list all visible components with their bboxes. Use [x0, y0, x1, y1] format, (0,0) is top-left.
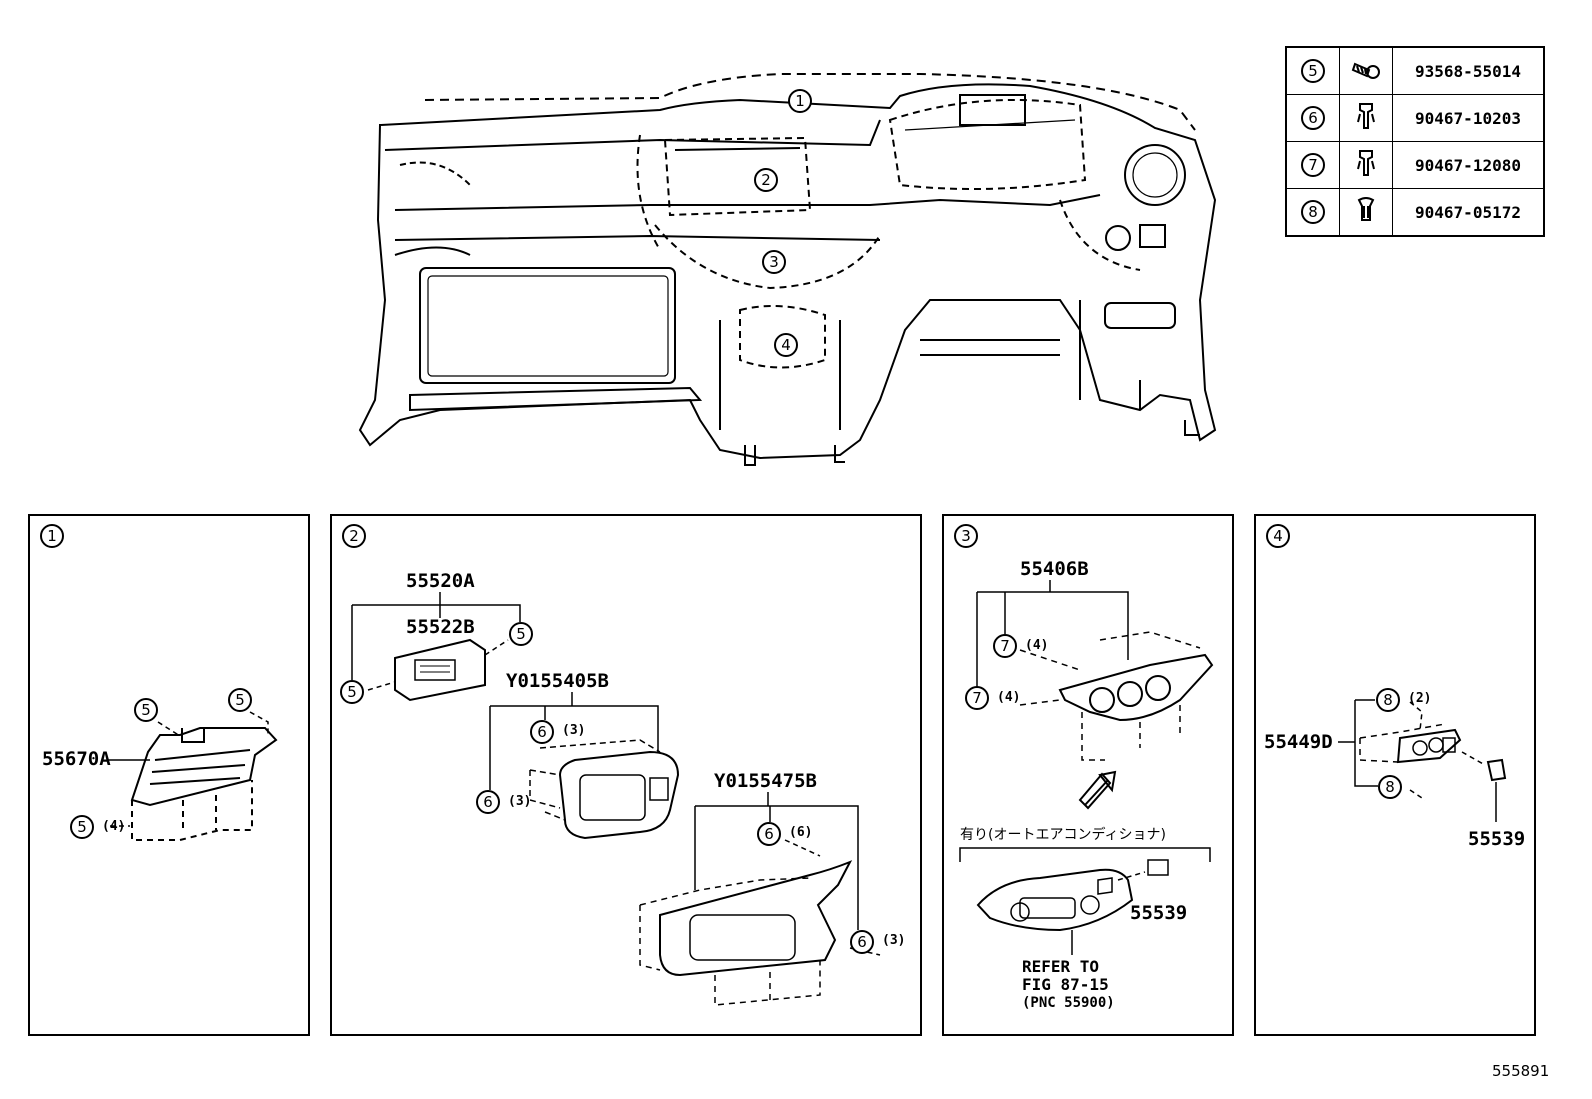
quantity-label: (6)	[789, 825, 813, 840]
panel-tag: 4	[1266, 524, 1290, 548]
fastener-ref: 6	[1301, 106, 1325, 130]
quantity-label: (3)	[508, 794, 532, 809]
fastener-callout: 5	[509, 622, 533, 646]
fastener-callout: 8	[1378, 775, 1402, 799]
overview-callout-3: 3	[762, 250, 786, 274]
fastener-callout: 5	[228, 688, 252, 712]
fastener-callout: 6	[850, 930, 874, 954]
fastener-callout: 5	[70, 815, 94, 839]
refer-line-2: FIG 87-15	[1022, 975, 1109, 994]
detail-panel-3: 3	[942, 514, 1234, 1036]
fastener-callout: 7	[993, 634, 1017, 658]
fastener-callout: 6	[476, 790, 500, 814]
fastener-ref: 8	[1301, 200, 1325, 224]
quantity-label: (4)	[1025, 638, 1049, 653]
clip-icon	[1357, 150, 1375, 176]
fastener-callout: 6	[530, 720, 554, 744]
part-number-label: 55539	[1468, 828, 1526, 850]
fastener-part-number: 90467-05172	[1392, 188, 1545, 237]
detail-panel-2: 2	[330, 514, 922, 1036]
part-number-label: 55539	[1130, 902, 1188, 924]
panel-tag: 3	[954, 524, 978, 548]
overview-callout-2: 2	[754, 168, 778, 192]
part-number-label: Y0155405B	[506, 670, 609, 692]
panel-tag: 1	[40, 524, 64, 548]
figure-id: 555891	[1492, 1062, 1550, 1080]
fastener-ref: 5	[1301, 59, 1325, 83]
refer-line-3: (PNC 55900)	[1022, 995, 1115, 1011]
fastener-part-number: 90467-12080	[1392, 141, 1545, 189]
detail-panel-4: 4	[1254, 514, 1536, 1036]
part-number-label: 55670A	[42, 748, 111, 770]
fastener-callout: 5	[134, 698, 158, 722]
part-number-label: 55406B	[1020, 558, 1089, 580]
fastener-callout: 5	[340, 680, 364, 704]
refer-line-1: REFER TO	[1022, 957, 1100, 976]
screw-icon	[1351, 62, 1380, 79]
fastener-callout: 8	[1376, 688, 1400, 712]
panel-tag: 2	[342, 524, 366, 548]
refer-note: REFER TO FIG 87-15 (PNC 55900)	[1022, 958, 1115, 1012]
clip-icon	[1357, 103, 1375, 129]
part-number-label: Y0155475B	[714, 770, 817, 792]
quantity-label: (4)	[997, 690, 1021, 705]
quantity-label: (4)	[102, 819, 126, 834]
part-number-label: 55449D	[1264, 731, 1333, 753]
fastener-callout: 7	[965, 686, 989, 710]
quantity-label: (2)	[1408, 691, 1432, 706]
condition-note: 有り(オートエアコンディショナ)	[960, 827, 1166, 843]
fastener-row: 7 90467-12080	[1285, 141, 1545, 189]
part-number-label: 55520A	[406, 570, 475, 592]
overview-callout-4: 4	[774, 333, 798, 357]
detail-panel-1: 1	[28, 514, 310, 1036]
fastener-callout: 6	[757, 822, 781, 846]
clip-icon	[1357, 197, 1375, 221]
part-number-label: 55522B	[406, 616, 475, 638]
overview-callout-1: 1	[788, 89, 812, 113]
quantity-label: (3)	[562, 723, 586, 738]
fastener-ref: 7	[1301, 153, 1325, 177]
fastener-row: 8 90467-05172	[1285, 188, 1545, 237]
fastener-table: 5 93568-55014 6 90467-10203 7 90467-1208…	[1285, 46, 1545, 237]
quantity-label: (3)	[882, 933, 906, 948]
